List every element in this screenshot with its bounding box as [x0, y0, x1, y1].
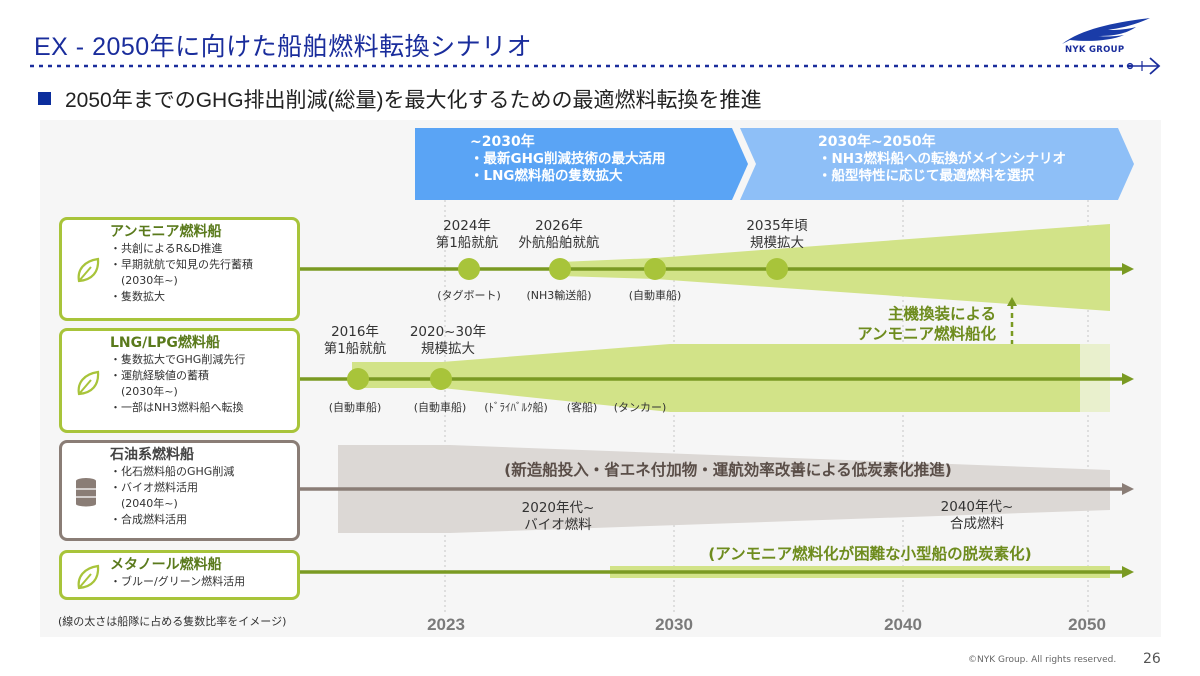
category-item: ・共創によるR&D推進: [110, 242, 223, 255]
milestone-sub: (客船): [566, 401, 598, 414]
leaf-icon: [77, 564, 100, 590]
methanol-text: (アンモニア燃料化が困難な小型船の脱炭素化): [708, 545, 1032, 563]
milestone-desc: 外航船舶就航: [518, 235, 600, 251]
wing-icon: [1062, 18, 1150, 44]
phase-2030-item: ・LNG燃料船の隻数拡大: [470, 168, 623, 184]
phase-2030-head: ~2030年: [470, 134, 535, 150]
axis-year: 2040: [884, 615, 922, 634]
milestone-year: 2016年: [331, 324, 379, 340]
phase-2030: ~2030年 ・最新GHG削減技術の最大活用 ・LNG燃料船の隻数拡大: [470, 134, 665, 185]
category-item: ・ブルー/グリーン燃料活用: [110, 575, 246, 588]
milestone-label: 2026年 外航船舶就航: [519, 218, 600, 252]
milestone-sub: (NH3輸送船): [526, 289, 592, 302]
category-item: ・バイオ燃料活用: [110, 481, 198, 494]
phase-2050-item: ・NH3燃料船への転換がメインシナリオ: [818, 151, 1066, 167]
milestone-year: 2024年: [443, 218, 491, 234]
oil-label-synthetic: 2040年代~ 合成燃料: [941, 499, 1014, 533]
oil-label-line: 合成燃料: [949, 516, 1004, 532]
phase-2030-item: ・最新GHG削減技術の最大活用: [470, 151, 666, 167]
conversion-note: 主機換装による アンモニア燃料船化: [820, 304, 996, 344]
category-item: (2040年~): [110, 497, 178, 510]
category-title: メタノール燃料船: [110, 557, 222, 573]
logo-text: NYK GROUP: [1065, 45, 1125, 55]
bullet-square-icon: [38, 92, 51, 105]
category-item: ・合成燃料活用: [110, 513, 187, 526]
milestone-sub: (ﾄﾞﾗｲﾊﾞﾙｸ船): [484, 401, 548, 414]
leaf-icon: [77, 257, 100, 283]
category-title: 石油系燃料船: [110, 447, 194, 463]
milestone-sub: (タグボート): [437, 289, 501, 302]
category-item: ・隻数拡大: [110, 290, 165, 303]
phase-2050: 2030年~2050年 ・NH3燃料船への転換がメインシナリオ ・船型特性に応じ…: [818, 134, 1066, 185]
category-item: ・一部はNH3燃料船へ転換: [110, 401, 244, 414]
category-item: ・運航経験値の蓄積: [110, 369, 209, 382]
category-methanol: メタノール燃料船 ・ブルー/グリーン燃料活用: [59, 550, 300, 600]
subtitle: 2050年までのGHG排出削減(総量)を最大化するための最適燃料転換を推進: [38, 84, 762, 114]
milestone-year: 2026年: [535, 218, 583, 234]
oil-band-text: (新造船投入・省エネ付加物・運航効率改善による低炭素化推進): [504, 461, 952, 479]
category-title: LNG/LPG燃料船: [110, 335, 220, 351]
nyk-logo: NYK GROUP: [1058, 14, 1158, 60]
milestone-year: 2020~30年: [409, 324, 487, 340]
category-item: (2030年~): [110, 274, 178, 287]
milestone-year: 2035年頃: [746, 218, 808, 234]
category-title: アンモニア燃料船: [110, 224, 222, 240]
conversion-note-line: 主機換装による: [887, 305, 996, 323]
page-number: 26: [1143, 651, 1161, 667]
phase-2050-head: 2030年~2050年: [818, 134, 936, 150]
category-oil: 石油系燃料船 ・化石燃料船のGHG削減 ・バイオ燃料活用 (2040年~) ・合…: [59, 440, 300, 541]
category-item: ・隻数拡大でGHG削減先行: [110, 353, 246, 366]
milestone-label: 2035年頃 規模拡大: [746, 218, 807, 252]
milestone-desc: 第1船就航: [435, 235, 499, 251]
conversion-note-line: アンモニア燃料船化: [857, 325, 996, 343]
barrel-icon: [76, 478, 96, 507]
oil-label-line: バイオ燃料: [524, 517, 592, 533]
axis-year: 2050: [1068, 615, 1106, 634]
line-width-note: (線の太さは船隊に占める隻数比率をイメージ): [58, 615, 287, 628]
milestone-desc: 第1船就航: [323, 341, 387, 357]
subtitle-text: 2050年までのGHG排出削減(総量)を最大化するための最適燃料転換を推進: [65, 89, 762, 112]
header-divider: [30, 57, 1161, 75]
category-item: ・化石燃料船のGHG削減: [110, 465, 235, 478]
milestone-sub: (自動車船): [413, 401, 467, 414]
phase-arrow-2030: [415, 128, 748, 200]
oil-label-bio: 2020年代~ バイオ燃料: [522, 500, 595, 534]
milestone-desc: 規模拡大: [420, 341, 475, 357]
milestone-label: 2016年 第1船就航: [324, 324, 387, 358]
category-lng-lpg: LNG/LPG燃料船 ・隻数拡大でGHG削減先行 ・運航経験値の蓄積 (2030…: [59, 328, 300, 433]
category-ammonia: アンモニア燃料船 ・共創によるR&D推進 ・早期就航で知見の先行蓄積 (2030…: [59, 217, 300, 321]
leaf-icon: [77, 370, 100, 396]
phase-arrow-2050: [740, 128, 1134, 200]
category-item: (2030年~): [110, 385, 178, 398]
oil-label-line: 2040年代~: [940, 499, 1014, 515]
milestone-label: 2024年 第1船就航: [436, 218, 499, 252]
copyright: ©NYK Group. All rights reserved.: [968, 655, 1117, 665]
axis-year: 2023: [427, 615, 465, 634]
phase-2050-item: ・船型特性に応じて最適燃料を選択: [818, 168, 1034, 184]
milestone-sub: (タンカー): [613, 401, 667, 414]
oil-label-line: 2020年代~: [521, 500, 595, 516]
milestone-desc: 規模拡大: [749, 235, 804, 251]
milestone-label: 2020~30年 規模拡大: [410, 324, 486, 358]
category-item: ・早期就航で知見の先行蓄積: [110, 258, 253, 271]
milestone-sub: (自動車船): [628, 289, 682, 302]
milestone-sub: (自動車船): [328, 401, 382, 414]
page-title: EX - 2050年に向けた船舶燃料転換シナリオ: [34, 33, 533, 61]
axis-year: 2030: [655, 615, 693, 634]
